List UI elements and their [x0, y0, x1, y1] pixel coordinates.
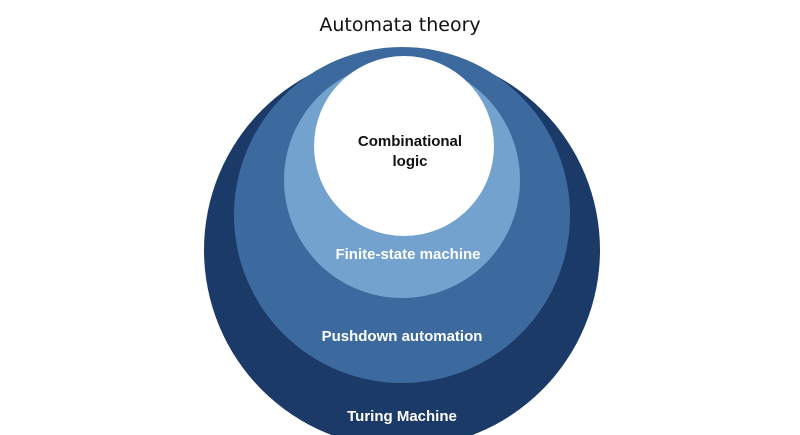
finite-state-machine-label: Finite-state machine: [335, 246, 480, 263]
combinational-logic-circle: [314, 56, 494, 236]
combinational-logic-label-line-1: Combinational: [358, 133, 462, 150]
turing-machine-label: Turing Machine: [347, 408, 457, 425]
diagram-title: Automata theory: [319, 14, 481, 36]
combinational-logic-label-line-2: logic: [392, 153, 427, 170]
pushdown-automation-label: Pushdown automation: [322, 328, 483, 345]
